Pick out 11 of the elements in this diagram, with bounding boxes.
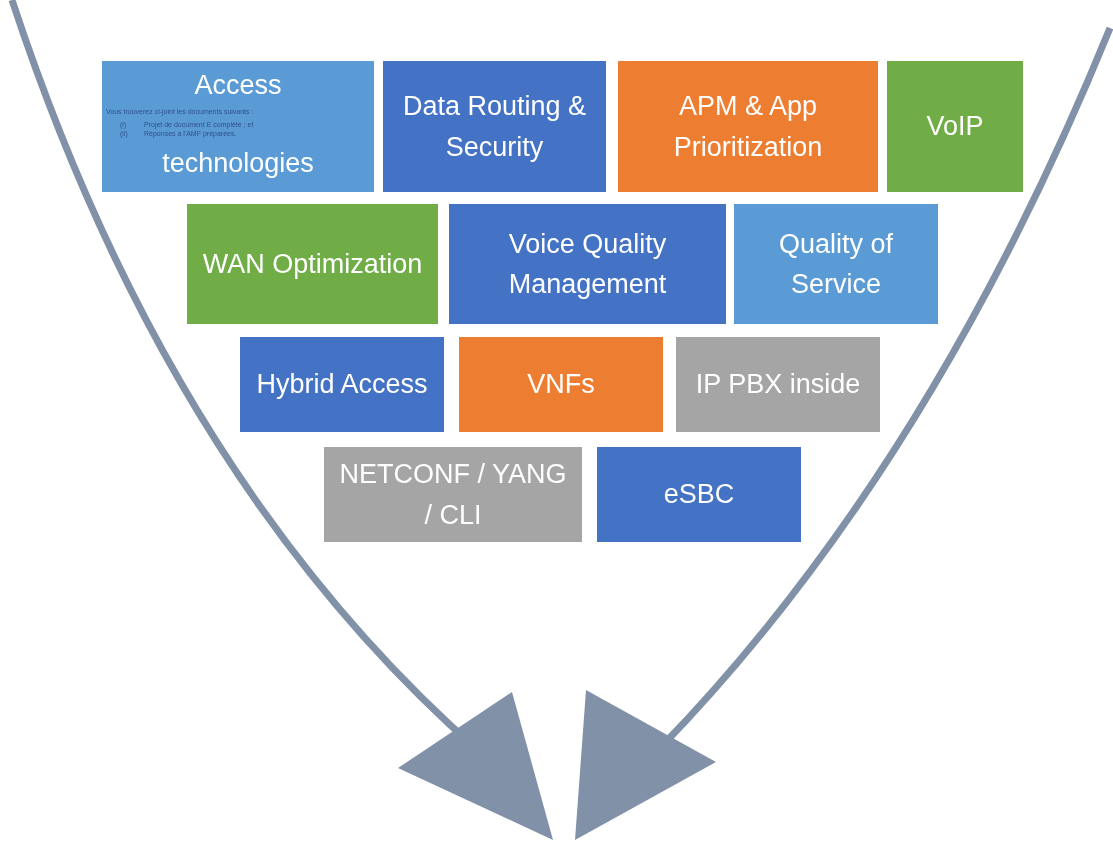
topic-box: eSBC: [597, 447, 801, 542]
topic-box: Quality of Service: [734, 204, 938, 324]
topic-box: IP PBX inside: [676, 337, 880, 432]
topic-box: Data Routing & Security: [383, 61, 606, 192]
topic-box: Voice Quality Management: [449, 204, 726, 324]
topic-box: WAN Optimization: [187, 204, 438, 324]
topic-box: NETCONF / YANG / CLI: [324, 447, 582, 542]
topic-box: VNFs: [459, 337, 663, 432]
topic-box: VoIP: [887, 61, 1023, 192]
topic-box: Hybrid Access: [240, 337, 444, 432]
topic-box: APM & App Prioritization: [618, 61, 878, 192]
